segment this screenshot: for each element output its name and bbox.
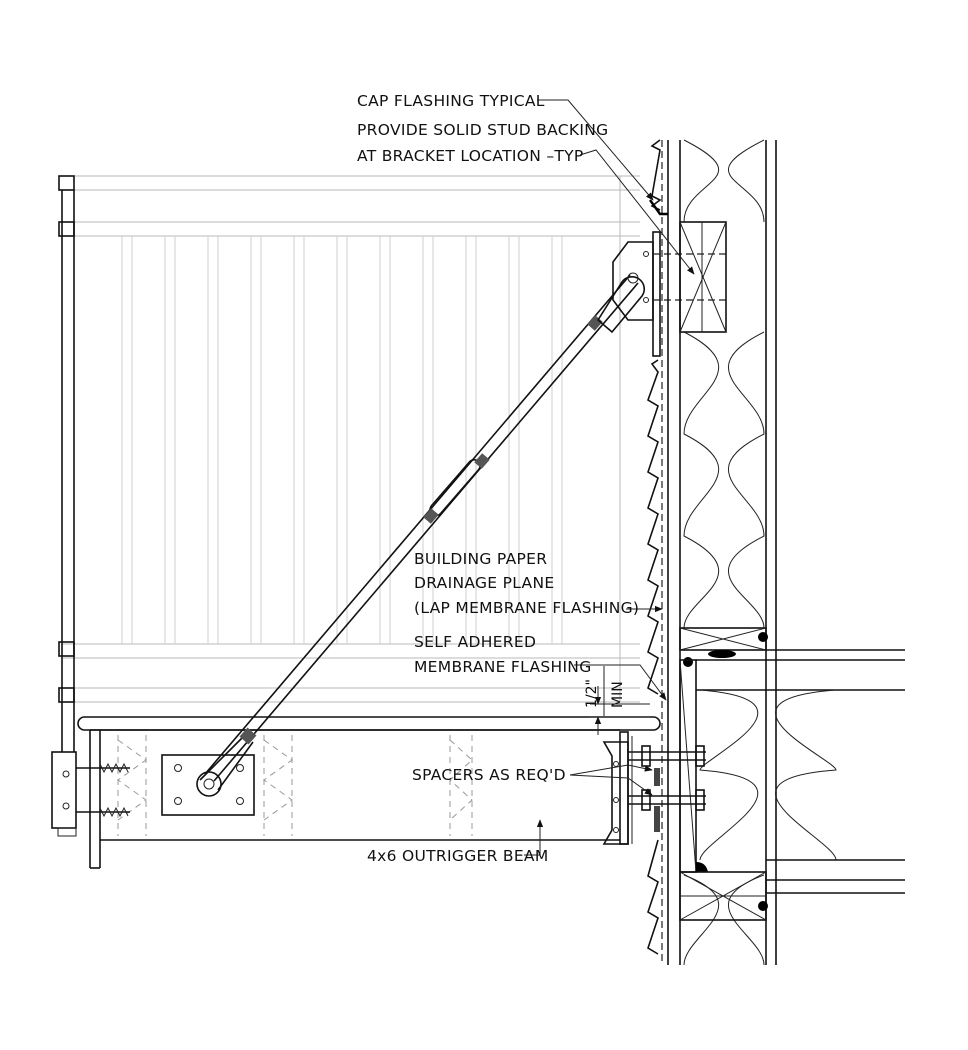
railing-elevation <box>62 175 640 703</box>
label-stud-backing-line2: AT BRACKET LOCATION –TYP <box>357 147 584 165</box>
label-building-paper-line3: (LAP MEMBRANE FLASHING) <box>414 599 639 617</box>
dimension-value: 1/2" <box>584 679 600 708</box>
beam-wall-connection <box>602 731 706 845</box>
label-self-adhered-line1: SELF ADHERED <box>414 633 536 651</box>
label-outrigger-beam: 4x6 OUTRIGGER BEAM <box>367 847 549 865</box>
outrigger-beam <box>89 729 620 869</box>
deck-board <box>77 716 661 731</box>
dimension-half-inch: 1/2" MIN <box>584 666 650 735</box>
label-spacers: SPACERS AS REQ'D <box>412 766 566 784</box>
label-building-paper-line2: DRAINAGE PLANE <box>414 574 554 592</box>
beam-end-bracket <box>51 751 130 837</box>
wall-assembly <box>647 139 905 966</box>
label-stud-backing-line1: PROVIDE SOLID STUD BACKING <box>357 121 608 139</box>
dimension-min: MIN <box>610 681 626 708</box>
tie-rod-base-plate <box>161 754 255 816</box>
tie-rod <box>199 272 645 791</box>
upper-wall-bracket <box>612 231 728 357</box>
leader-lines <box>524 99 695 856</box>
label-building-paper-line1: BUILDING PAPER <box>414 550 547 568</box>
railing-post <box>58 175 75 752</box>
label-cap-flashing: CAP FLASHING TYPICAL <box>357 92 545 110</box>
railing-balusters <box>121 236 563 644</box>
label-self-adhered-line2: MEMBRANE FLASHING <box>414 658 592 676</box>
